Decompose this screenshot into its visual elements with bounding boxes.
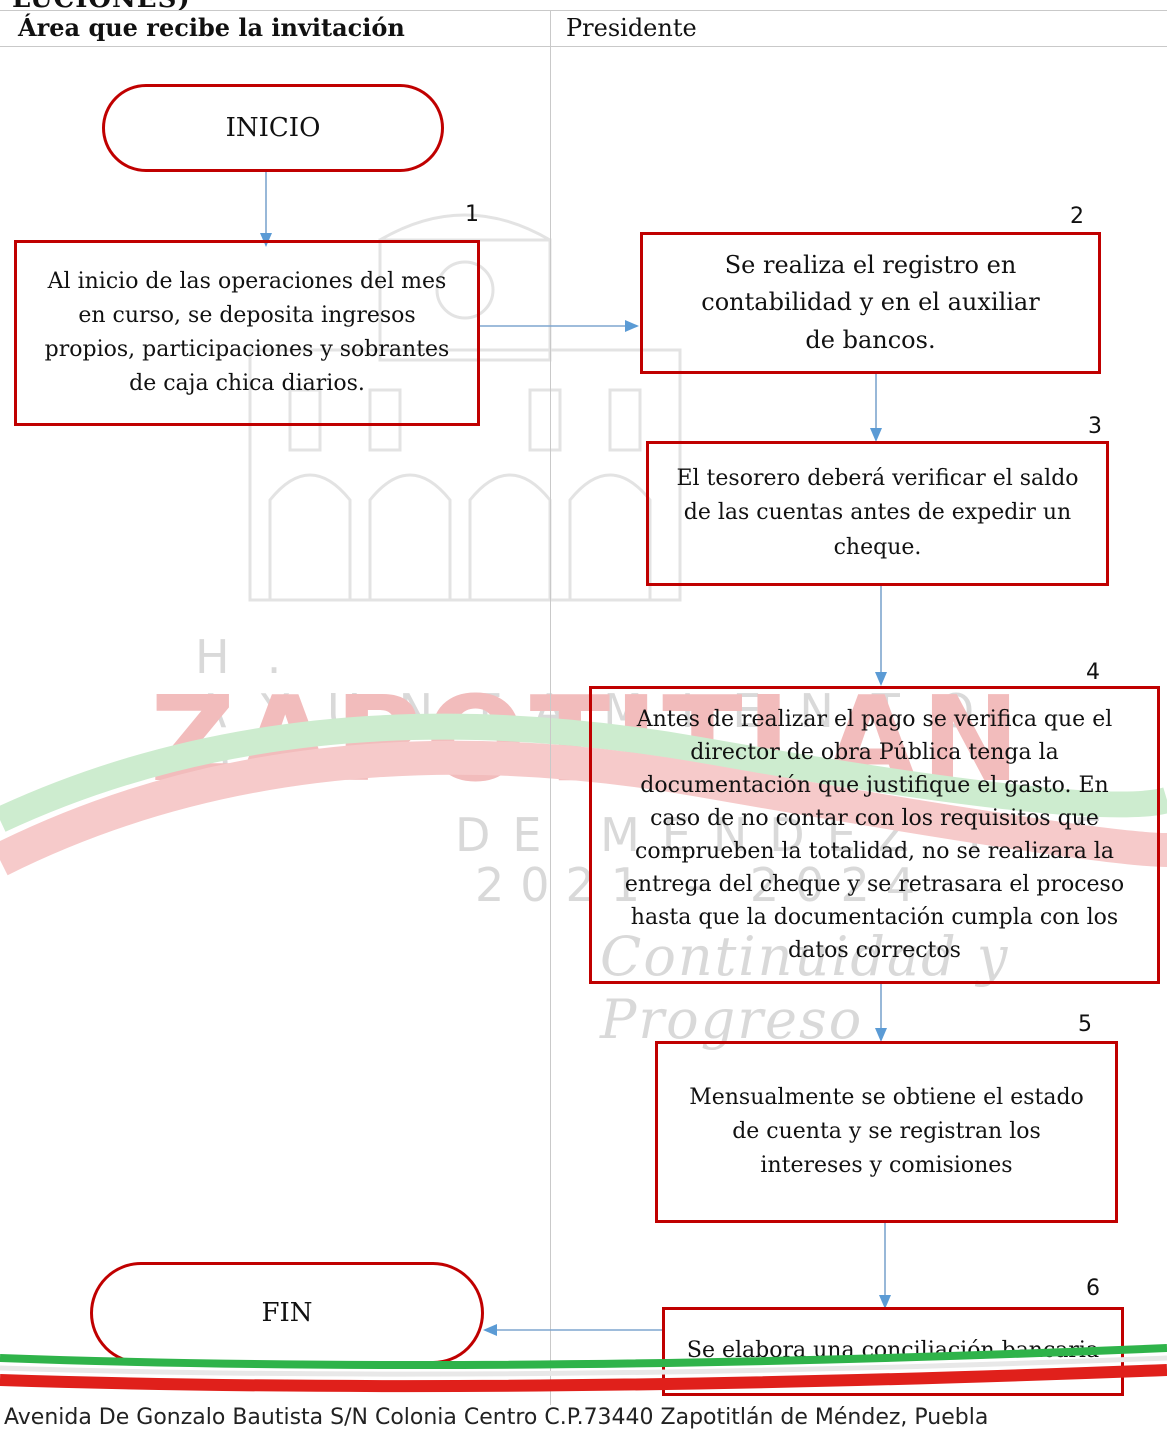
lane-header-left: Área que recibe la invitación bbox=[18, 13, 405, 42]
footer-address: Avenida De Gonzalo Bautista S/N Colonia … bbox=[4, 1405, 989, 1430]
step-number-1: 1 bbox=[465, 202, 479, 227]
watermark-line4: 2021 - 2024 bbox=[475, 858, 931, 912]
tricolor-swoosh-top bbox=[0, 713, 1167, 876]
start-terminal: INICIO bbox=[102, 84, 444, 172]
step-box-3: El tesorero deberá verificar el saldo de… bbox=[646, 441, 1109, 586]
step-box-4: Antes de realizar el pago se verifica qu… bbox=[589, 686, 1160, 984]
step-number-4: 4 bbox=[1086, 660, 1100, 685]
step-box-5: Mensualmente se obtiene el estado de cue… bbox=[655, 1041, 1118, 1223]
step-number-5: 5 bbox=[1078, 1012, 1092, 1037]
watermark-line5: Continuidad y Progreso bbox=[600, 925, 1010, 1051]
step-box-1: Al inicio de las operaciones del mes en … bbox=[14, 240, 480, 426]
step-number-2: 2 bbox=[1070, 204, 1084, 229]
step-number-6: 6 bbox=[1086, 1276, 1100, 1301]
tricolor-stripe bbox=[0, 1344, 1167, 1393]
step-number-3: 3 bbox=[1088, 414, 1102, 439]
lane-divider bbox=[550, 10, 551, 1405]
lane-header-border bbox=[0, 46, 1167, 47]
lane-header-right: Presidente bbox=[566, 14, 697, 42]
step-box-2: Se realiza el registro en contabilidad y… bbox=[640, 232, 1101, 374]
lane-top-border bbox=[0, 10, 1167, 11]
